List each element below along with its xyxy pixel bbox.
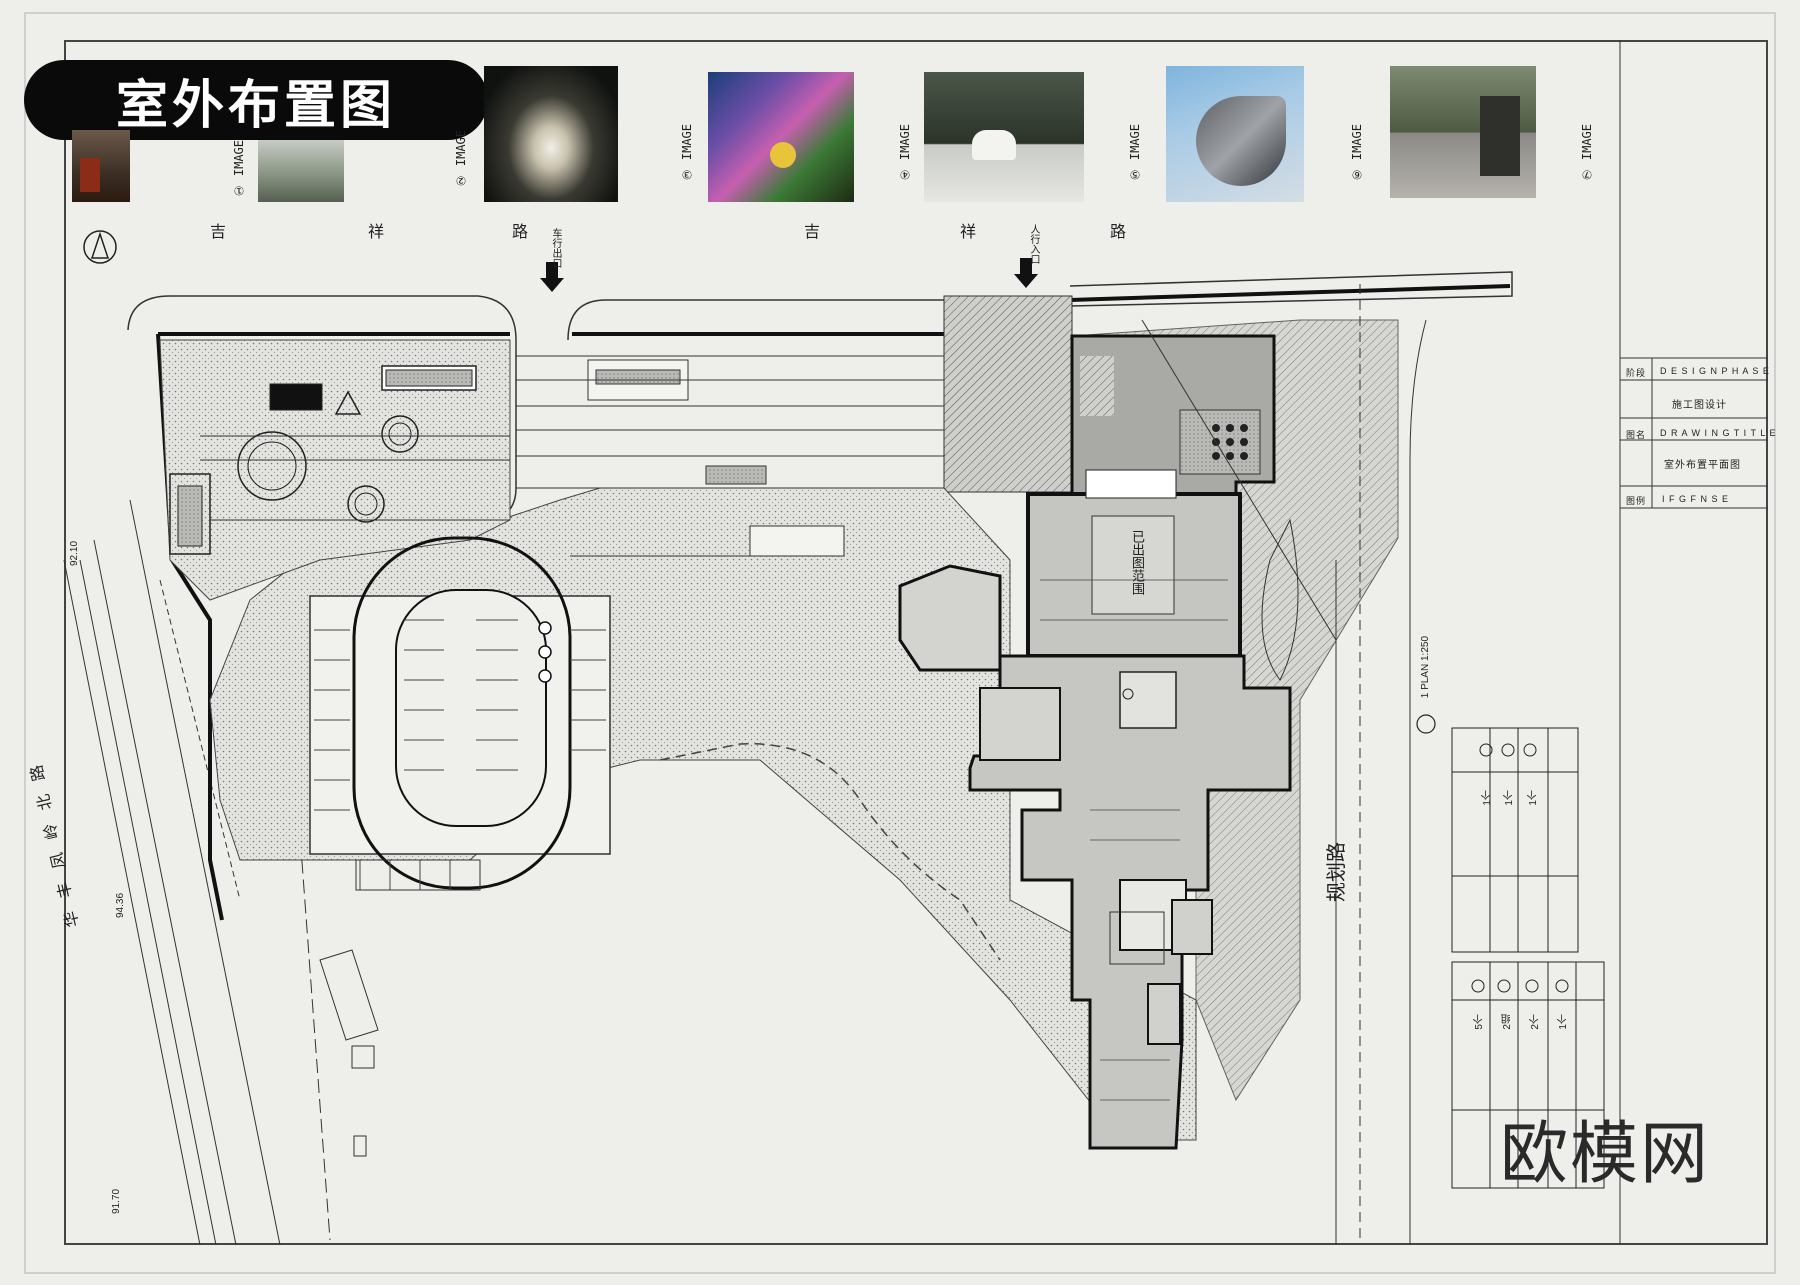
watermark-logo: 欧模网 bbox=[1499, 1115, 1710, 1194]
page-title: 室外布置图 bbox=[115, 75, 396, 136]
plan-ref-label: 1 PLAN 1:250 bbox=[1420, 636, 1431, 699]
image-5-thumbnail bbox=[1166, 66, 1304, 202]
outer-frame bbox=[24, 12, 1776, 1274]
lawn-features bbox=[319, 911, 1165, 1157]
title-block-row-label-2: 图名 bbox=[1626, 430, 1647, 440]
entrance-plaza bbox=[943, 295, 1073, 493]
road-label-top-right-2: 祥 bbox=[960, 222, 977, 241]
inner-frame bbox=[64, 40, 1768, 1245]
garden-features bbox=[169, 365, 477, 555]
title-block-lines bbox=[1619, 40, 1768, 1245]
road-label-top-right-1: 吉 bbox=[804, 222, 821, 241]
building-name-label: 已出图范围 bbox=[1130, 530, 1145, 595]
road-label-top-left-1: 吉 bbox=[210, 222, 227, 241]
image-1-thumbnail bbox=[72, 130, 130, 202]
legend-qty-6: 2个 bbox=[1530, 1014, 1541, 1030]
pedestrian-entry-label: 人行入口 bbox=[1028, 224, 1039, 264]
image-1b-thumbnail bbox=[258, 140, 344, 202]
plan-ref-icon bbox=[1416, 714, 1436, 734]
parking-lot bbox=[309, 536, 611, 891]
image-3-thumbnail bbox=[708, 72, 854, 202]
planned-road-label: 规划路 bbox=[1324, 842, 1348, 902]
legend-qty-7: 1个 bbox=[1558, 1014, 1569, 1030]
road-label-top-left-2: 祥 bbox=[368, 222, 385, 241]
image-6-thumbnail bbox=[1390, 66, 1536, 198]
east-road-lines bbox=[1141, 284, 1427, 1245]
legend-qty-5: 2组 bbox=[1502, 1014, 1513, 1030]
drawing-title-value: 室外布置平面图 bbox=[1664, 460, 1741, 471]
road-label-top-right-3: 路 bbox=[1110, 222, 1127, 241]
legend-qty-1: 1个 bbox=[1482, 790, 1493, 806]
legend-qty-2: 1个 bbox=[1504, 790, 1515, 806]
drawing-title-label: D R A W I N G T I T L E bbox=[1660, 428, 1777, 438]
image-2-thumbnail bbox=[484, 66, 618, 202]
pedestrian-entry-arrow-icon bbox=[1014, 258, 1038, 288]
legend-table bbox=[1451, 727, 1605, 1189]
legend-qty-3: 1个 bbox=[1528, 790, 1539, 806]
design-phase-label: D E S I G N P H A S E bbox=[1660, 366, 1770, 376]
lawn-boundary bbox=[659, 743, 1001, 961]
image-4-thumbnail bbox=[924, 72, 1084, 202]
title-block-row-label-3: 图例 bbox=[1626, 496, 1647, 506]
elevation-label-1: 92.10 bbox=[69, 540, 81, 567]
design-phase-value: 施工图设计 bbox=[1672, 400, 1727, 411]
title-block-field-3: I F G F N S E bbox=[1662, 494, 1730, 504]
terrace-strip bbox=[200, 355, 944, 557]
title-badge: 室外布置图 bbox=[24, 60, 488, 140]
north-garden bbox=[159, 339, 511, 601]
title-block-row-label-1: 阶段 bbox=[1626, 368, 1647, 378]
north-arrow-icon bbox=[83, 230, 117, 264]
left-road-lines bbox=[63, 499, 331, 1246]
elevation-label-2: 94.36 bbox=[115, 892, 127, 919]
vehicle-exit-label: 车行出口 bbox=[550, 228, 561, 268]
elevation-label-3: 91.70 bbox=[111, 1188, 123, 1215]
legend-qty-4: 5个 bbox=[1474, 1014, 1485, 1030]
road-label-top-left-3: 路 bbox=[512, 222, 529, 241]
vehicle-exit-arrow-icon bbox=[540, 262, 564, 292]
